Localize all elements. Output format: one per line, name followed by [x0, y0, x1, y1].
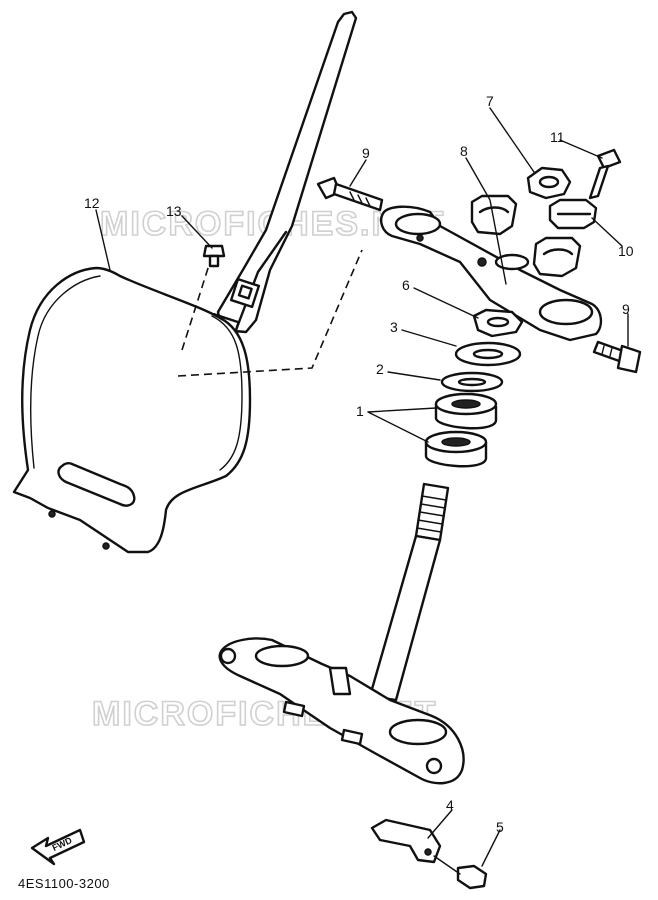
callout-9-upper: 9: [362, 145, 370, 161]
callout-11: 11: [550, 129, 565, 145]
bolt-11: [588, 148, 622, 200]
callout-10: 10: [618, 243, 634, 259]
bolt-13: [202, 244, 226, 268]
upper-bracket: [380, 194, 603, 342]
bolt-5: [433, 855, 488, 890]
washer-3: [454, 341, 522, 367]
assembly-line-plate: [177, 249, 363, 377]
fwd-arrow-icon: FWD: [30, 828, 86, 866]
callout-7: 7: [486, 93, 494, 109]
bolt-9-upper: [316, 176, 384, 212]
cap-10: [548, 198, 598, 230]
callouts: 7 8 9 11 10 9 13 12 6 3 2 1 4 5: [84, 93, 634, 835]
callout-1: 1: [356, 403, 364, 419]
part-code: 4ES1100-3200: [18, 876, 110, 891]
ring-nut-6: [472, 308, 524, 338]
callout-9-right: 9: [622, 301, 630, 317]
callout-6: 6: [402, 277, 410, 293]
callout-13: 13: [166, 203, 182, 219]
callout-4: 4: [446, 797, 454, 813]
callout-5: 5: [496, 819, 504, 835]
bearing-1-lower: [424, 430, 488, 468]
callout-8: 8: [460, 143, 468, 159]
callout-12: 12: [84, 195, 100, 211]
washer-2: [440, 371, 504, 393]
number-plate: [12, 10, 358, 554]
callout-2: 2: [376, 361, 384, 377]
assembly-line-bolt-13: [181, 261, 211, 351]
bolt-9-right: [592, 340, 642, 374]
bearing-1-upper: [434, 392, 498, 430]
under-bracket: [218, 637, 465, 785]
nut-7: [526, 166, 572, 200]
callout-3: 3: [390, 319, 398, 335]
steering-stem: [368, 482, 450, 702]
bracket-4: [370, 818, 442, 864]
leader-lines: [95, 107, 629, 867]
